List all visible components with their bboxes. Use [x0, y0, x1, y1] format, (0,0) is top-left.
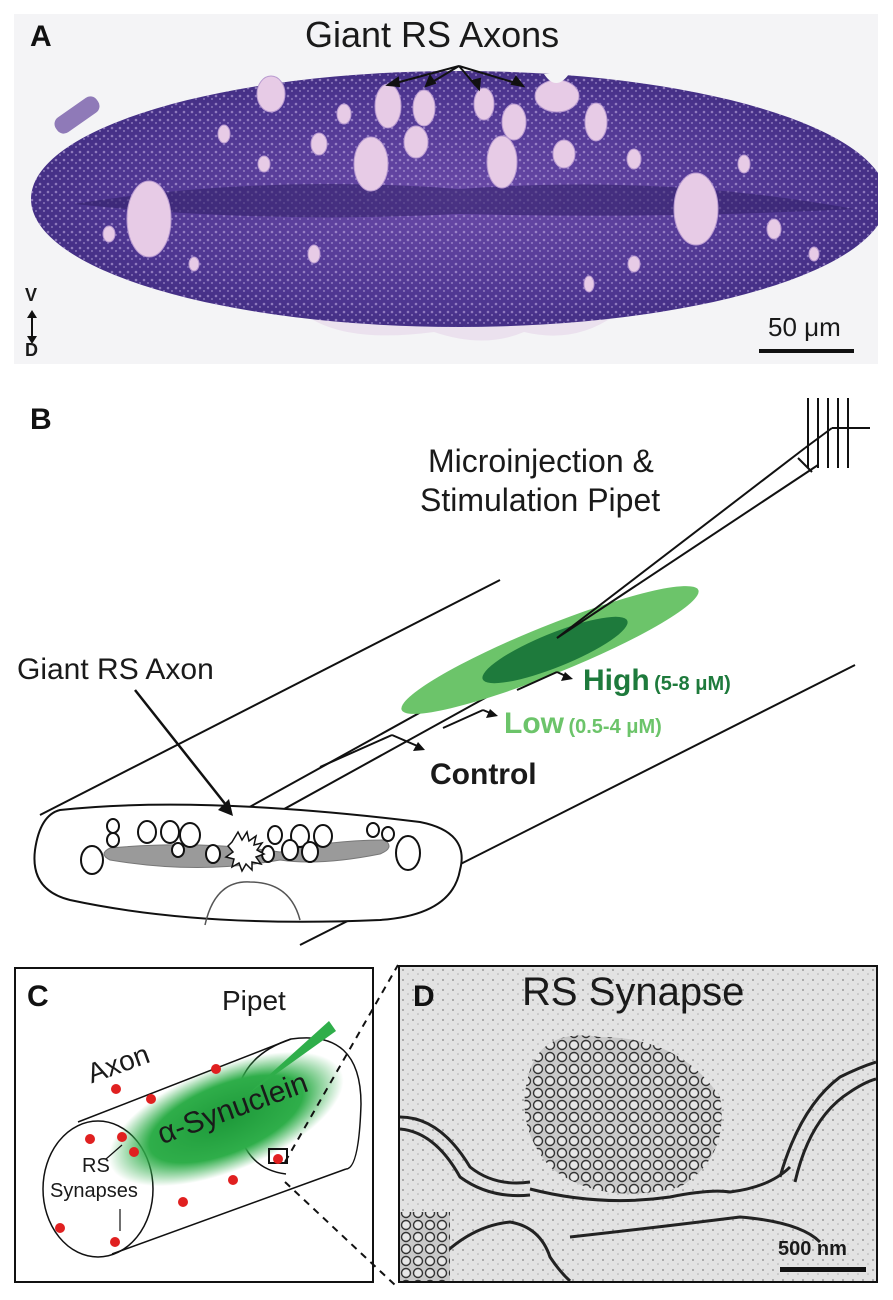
control-label: Control: [430, 758, 537, 791]
orientation-ventral-label: V: [25, 285, 38, 305]
pipet-label-line2: Stimulation Pipet: [420, 482, 661, 518]
low-concentration-label: Low (0.5-4 μM): [504, 707, 662, 741]
synapse-micrograph: [400, 967, 876, 1281]
panel-a-letter: A: [30, 20, 52, 53]
rs-synapses-line2: Synapses: [50, 1180, 138, 1202]
scale-bar-label-d: 500 nm: [778, 1238, 847, 1260]
giant-rs-axons-title: Giant RS Axons: [305, 14, 560, 55]
high-concentration-label: High (5-8 μM): [583, 664, 731, 698]
spinal-cord-section-image: [14, 14, 887, 364]
low-range: (0.5-4 μM): [568, 716, 662, 738]
panel-b-letter: B: [30, 403, 52, 436]
giant-rs-axon-label: Giant RS Axon: [17, 653, 214, 686]
axon-synuclein-diagram: [42, 1021, 362, 1258]
zoom-connector-lines: [284, 964, 399, 1286]
panel-c: [14, 967, 374, 1283]
panel-a: [14, 14, 887, 364]
panel-c-letter: C: [27, 980, 49, 1013]
rs-synapses-line1: RS: [82, 1155, 110, 1177]
panel-b: [0, 370, 893, 950]
pipet-label-c: Pipet: [222, 985, 286, 1016]
axon-injection-diagram: [33, 398, 870, 946]
panel-d: [398, 965, 878, 1283]
orientation-dorsal-label: D: [25, 340, 38, 360]
rs-synapse-title: RS Synapse: [522, 970, 745, 1014]
low-label: Low: [504, 707, 564, 740]
scale-bar-label-a: 50 μm: [768, 312, 841, 342]
pipet-label-line1: Microinjection &: [428, 443, 654, 479]
high-range: (5-8 μM): [654, 673, 731, 695]
high-label: High: [583, 664, 650, 697]
panel-d-letter: D: [413, 980, 435, 1013]
